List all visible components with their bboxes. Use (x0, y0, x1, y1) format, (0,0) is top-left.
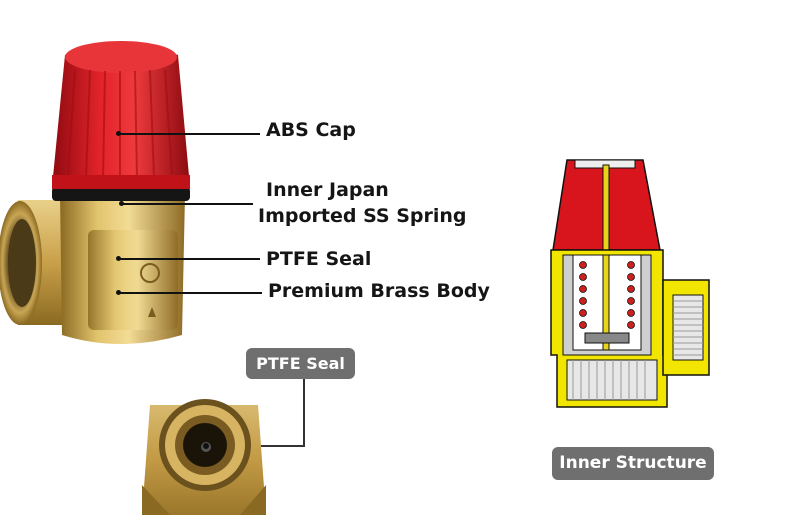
seal-leader-line (118, 258, 260, 260)
abs-cap-label: ABS Cap (266, 119, 356, 141)
spring-label: Inner Japan (266, 179, 389, 201)
brass-body-label: Premium Brass Body (268, 280, 490, 302)
seal-closeup-dot (203, 443, 209, 449)
seal-closeup-image (142, 399, 266, 515)
body-leader-line (118, 292, 262, 294)
ptfe-seal-badge: PTFE Seal (246, 348, 355, 379)
seal-connector-vertical (303, 379, 305, 446)
ptfe-seal-label: PTFE Seal (266, 248, 372, 270)
valve-product-image (0, 41, 190, 344)
spring-leader-line (121, 203, 253, 205)
cap-leader-line (118, 133, 260, 135)
inner-structure-badge: Inner Structure (552, 447, 714, 480)
inner-structure-diagram (550, 159, 710, 408)
spring-label-line2: Imported SS Spring (258, 205, 467, 227)
